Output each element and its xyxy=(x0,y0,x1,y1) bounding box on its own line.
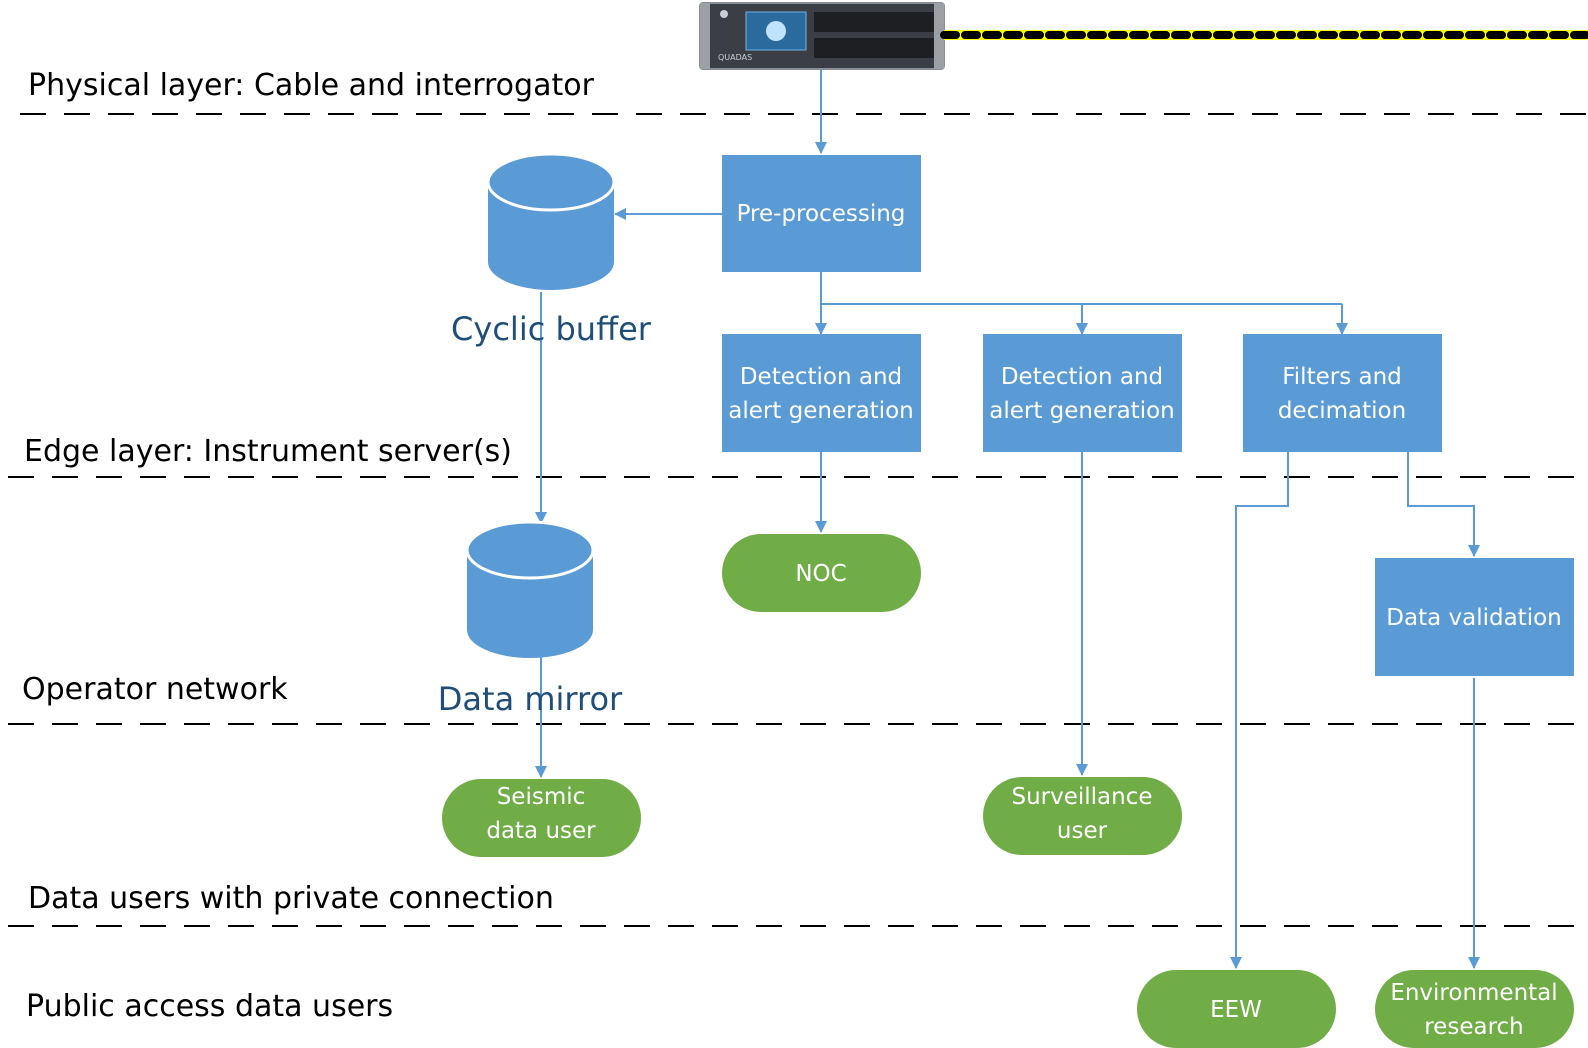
preprocessing-box: Pre-processing xyxy=(722,155,921,272)
filters-line-1: Filters and xyxy=(1282,364,1402,390)
detection-2-line-2: alert generation xyxy=(989,398,1175,424)
validation-label: Data validation xyxy=(1386,605,1561,631)
filters-box: Filters and decimation xyxy=(1243,334,1442,452)
edge-filters-to-eew xyxy=(1230,452,1289,969)
interrogator-device: QUADAS xyxy=(699,2,945,70)
preprocessing-label: Pre-processing xyxy=(737,201,906,227)
detection-box-2: Detection and alert generation xyxy=(983,334,1182,452)
data-mirror-cylinder: Data mirror xyxy=(438,520,623,718)
detection-1-line-2: alert generation xyxy=(728,398,914,424)
seismic-line-2: data user xyxy=(486,818,596,844)
surveillance-line-1: Surveillance xyxy=(1011,784,1152,810)
eew-label: EEW xyxy=(1210,997,1262,1023)
validation-box: Data validation xyxy=(1375,558,1574,676)
environmental-line-1: Environmental xyxy=(1390,980,1557,1006)
surveillance-line-2: user xyxy=(1057,818,1108,844)
edge-filters-to-validation xyxy=(1407,452,1480,557)
filters-line-2: decimation xyxy=(1278,398,1406,424)
noc-label: NOC xyxy=(795,561,846,587)
seismic-line-1: Seismic xyxy=(497,784,586,810)
noc-user: NOC xyxy=(722,534,921,612)
environmental-user: Environmental research xyxy=(1375,970,1574,1048)
eew-user: EEW xyxy=(1137,970,1336,1048)
connectors xyxy=(535,69,1480,969)
interrogator-brand: QUADAS xyxy=(718,53,752,62)
data-mirror-label: Data mirror xyxy=(438,680,623,718)
cyclic-buffer-label: Cyclic buffer xyxy=(451,310,652,348)
detection-1-line-1: Detection and xyxy=(740,364,902,390)
cyclic-buffer-cylinder: Cyclic buffer xyxy=(451,152,652,348)
environmental-line-2: research xyxy=(1424,1014,1524,1040)
detection-2-line-1: Detection and xyxy=(1001,364,1163,390)
layer-label-operator: Operator network xyxy=(22,672,288,707)
layer-label-edge: Edge layer: Instrument server(s) xyxy=(24,434,512,469)
layer-label-private: Data users with private connection xyxy=(28,881,554,916)
layer-label-public: Public access data users xyxy=(26,989,393,1024)
detection-box-1: Detection and alert generation xyxy=(722,334,921,452)
surveillance-user: Surveillance user xyxy=(983,777,1182,855)
seismic-user: Seismic data user xyxy=(442,779,641,857)
layer-label-physical: Physical layer: Cable and interrogator xyxy=(28,68,595,103)
